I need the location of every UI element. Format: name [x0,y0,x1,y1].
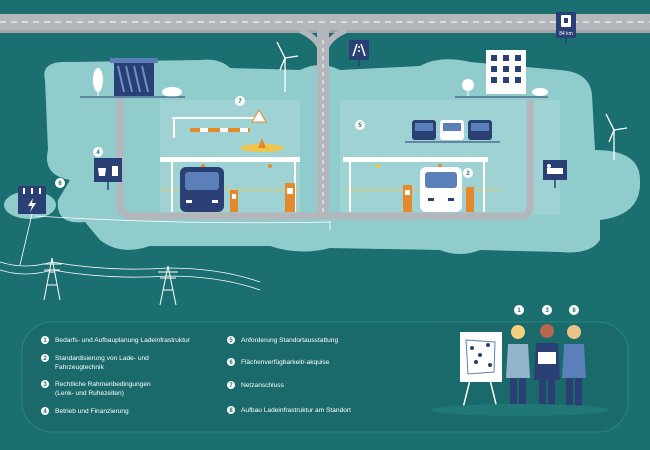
wind-turbine-icon [276,41,299,92]
legend-text: Bedarfs- und Aufbauplanung Ladeinfrastru… [55,337,191,344]
highway-sign-label: 84 km [559,31,573,37]
highway-sign: 84 km [556,12,576,44]
legend-text: Aufbau Ladeinfrastruktur am Standort [241,407,351,414]
legend-text: Rechtliche Rahmenbedingungen [55,381,151,388]
legend-text: Flächenverfügbarkeit/-akquise [241,359,330,366]
person-3: 3 [534,305,560,410]
marker-5: 5 [355,120,365,130]
legend-item-3: 3 Rechtliche Rahmenbedingungen (Lenk- un… [41,380,151,397]
legend-num: 8 [229,408,233,414]
legend-text: (Lenk- und Ruhezeiten) [55,390,124,397]
legend-num: 2 [43,356,47,362]
legend-text: Fahrzeugtechnik [55,364,104,371]
charging-canopy-left [160,157,300,212]
facility-sign-right [543,160,567,188]
construction-zone [172,109,284,152]
construction-icon [251,109,267,123]
hotel-building [455,50,548,98]
legend-item-8: 8 Aufbau Ladeinfrastruktur am Standort [227,406,351,414]
legend-text: Netzanschluss [241,382,285,389]
service-building-left [80,58,185,98]
marker-label: 6 [58,181,62,187]
restroom-icon [112,166,118,176]
coffee-icon [98,168,106,176]
person-8: 8 [562,305,586,408]
hotel-icon [547,168,563,174]
legend-item-1: 1 Bedarfs- und Aufbauplanung Ladeinfrast… [41,336,191,344]
marker-7: 7 [235,96,245,106]
legend-text: Anforderung Standortausstattung [241,337,338,344]
charger [466,187,474,212]
facility-sign-left [94,158,122,190]
legend-num: 1 [43,338,47,344]
avatar [540,324,554,338]
person-number: 3 [545,308,549,314]
marker-6: 6 [55,178,65,188]
power-pylon-icon [42,257,62,301]
power-lines [0,213,331,291]
marker-4: 4 [93,147,103,157]
ground [430,404,610,416]
legend-item-7: 7 Netzanschluss [227,381,285,389]
marker-label: 7 [238,99,242,105]
charging-canopy-right [343,157,488,212]
power-box [18,186,46,214]
person-number: 1 [517,308,521,314]
parked-buses [405,120,500,143]
charger [285,183,295,212]
legend-item-2: 2 Standardisierung von Lade- und Fahrzeu… [41,354,149,371]
legend-text: Standardisierung von Lade- und [55,355,149,362]
service-roads [116,27,534,220]
charger [230,190,238,212]
legend-item-4: 4 Betrieb und Finanzierung [41,407,129,415]
power-icon [28,198,36,212]
legend-num: 7 [229,383,233,389]
avatar [511,325,525,339]
legend-num: 4 [43,409,47,415]
highway-icon [352,43,366,57]
legend-num: 5 [229,338,233,344]
legend-num: 6 [229,360,233,366]
marker-label: 2 [466,171,470,177]
legend-num: 3 [43,382,47,388]
legend-item-5: 5 Anforderung Standortausstattung [227,336,338,344]
person-1: 1 [506,305,530,408]
legend-text: Betrieb und Finanzierung [55,408,129,415]
highway-icon-sign [349,40,369,66]
wind-turbine-icon-right [605,113,628,160]
marker-2: 2 [463,168,473,178]
flipchart [460,332,502,413]
legend-item-6: 6 Flächenverfügbarkeit/-akquise [227,358,330,366]
marker-label: 4 [96,150,100,156]
person-number: 8 [572,308,576,314]
power-pylon-icon-2 [158,265,178,306]
avatar [567,325,581,339]
charger [403,185,412,212]
marker-label: 5 [358,123,362,129]
